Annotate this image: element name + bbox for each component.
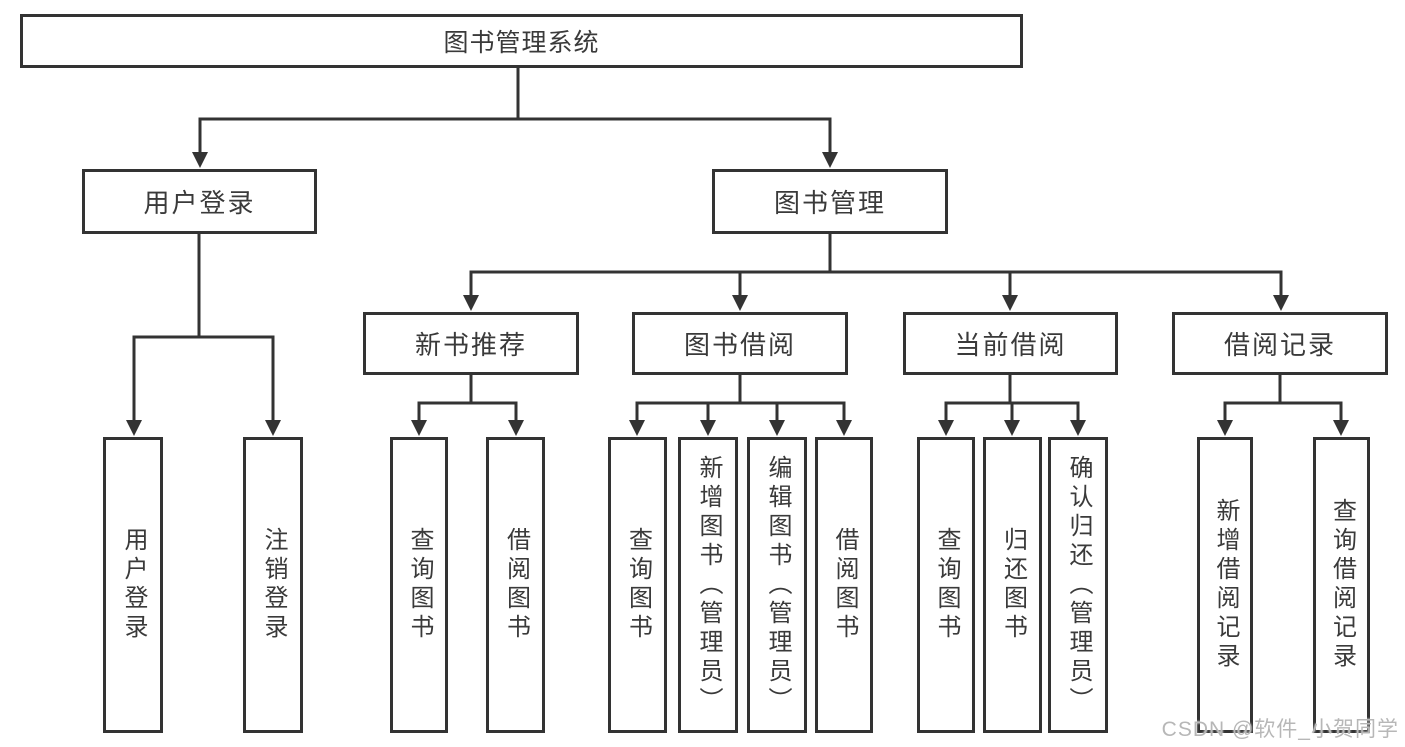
leaf-borrow-add-books-admin: 新增图书（管理员） xyxy=(678,437,738,733)
book-borrow-split-connector xyxy=(629,375,852,436)
node-label: 查询图书 xyxy=(933,527,960,643)
node-label: 图书管理系统 xyxy=(443,29,600,57)
node-label: 借阅图书 xyxy=(831,527,858,643)
current-borrow-split-connector xyxy=(938,375,1086,436)
leaf-records-add-borrow-record: 新增借阅记录 xyxy=(1197,437,1253,733)
node-label: 归还图书 xyxy=(999,527,1027,643)
node-label: 图书借阅 xyxy=(683,330,796,360)
node-label: 编辑图书（管理员） xyxy=(764,454,791,716)
leaf-logout: 注销登录 xyxy=(243,437,303,733)
leaf-current-query-books: 查询图书 xyxy=(917,437,975,733)
leaf-records-query-borrow-record: 查询借阅记录 xyxy=(1313,437,1370,733)
leaf-user-login: 用户登录 xyxy=(103,437,163,733)
node-user-login-branch: 用户登录 xyxy=(82,169,317,234)
user-login-split-connector xyxy=(126,234,281,436)
node-label: 当前借阅 xyxy=(954,330,1067,360)
node-label: 借阅图书 xyxy=(502,527,530,643)
node-label: 查询借阅记录 xyxy=(1328,498,1356,672)
leaf-recommend-borrow-books: 借阅图书 xyxy=(486,437,545,733)
node-label: 查询图书 xyxy=(624,527,652,643)
leaf-borrow-query-books: 查询图书 xyxy=(608,437,667,733)
node-label: 用户登录 xyxy=(120,527,147,643)
new-book-recommend-split-connector xyxy=(411,375,524,436)
leaf-current-return-books: 归还图书 xyxy=(983,437,1042,733)
leaf-borrow-borrow-books: 借阅图书 xyxy=(815,437,873,733)
node-new-book-recommend: 新书推荐 xyxy=(363,312,579,375)
node-current-borrow: 当前借阅 xyxy=(903,312,1118,375)
node-label: 新增图书（管理员） xyxy=(695,454,722,716)
node-book-borrow: 图书借阅 xyxy=(632,312,848,375)
leaf-recommend-query-books: 查询图书 xyxy=(390,437,448,733)
book-management-split-connector xyxy=(463,234,1289,311)
leaf-current-confirm-return-admin: 确认归还（管理员） xyxy=(1048,437,1108,733)
leaf-borrow-edit-books-admin: 编辑图书（管理员） xyxy=(747,437,807,733)
node-label: 查询图书 xyxy=(406,527,433,643)
node-borrow-records: 借阅记录 xyxy=(1172,312,1388,375)
node-label: 图书管理 xyxy=(773,188,886,218)
root-to-branches-connector xyxy=(192,68,838,168)
node-label: 新增借阅记录 xyxy=(1212,498,1239,672)
node-label: 新书推荐 xyxy=(414,330,527,360)
node-label: 用户登录 xyxy=(143,188,256,218)
node-book-management-branch: 图书管理 xyxy=(712,169,948,234)
node-label: 确认归还（管理员） xyxy=(1065,454,1092,716)
watermark: CSDN @软件_小贺同学 xyxy=(1161,718,1399,741)
node-root-system: 图书管理系统 xyxy=(20,14,1023,68)
node-label: 借阅记录 xyxy=(1223,330,1336,360)
node-label: 注销登录 xyxy=(260,527,287,643)
borrow-records-split-connector xyxy=(1217,375,1349,436)
